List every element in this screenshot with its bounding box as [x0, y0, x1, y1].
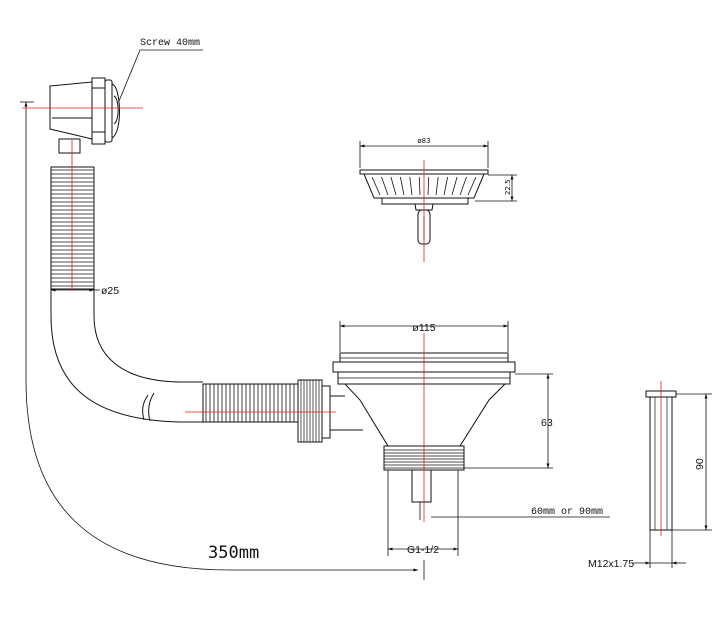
dia-83-label: ø83 — [417, 137, 430, 145]
basket-slot — [435, 176, 439, 196]
tail-length-label: 60mm or 90mm — [531, 507, 603, 518]
dim-height-22-5 — [475, 174, 517, 202]
overflow-head — [49, 77, 120, 154]
dia-115-label: ø115 — [412, 322, 435, 334]
strainer-body — [343, 383, 507, 447]
dia-25-label: ø25 — [101, 285, 119, 297]
basket-slot — [451, 176, 458, 196]
overall-length-label: 350mm — [208, 543, 259, 563]
overall-length-path — [24, 101, 419, 572]
hose-bend-inner — [93, 289, 181, 383]
overflow-body — [49, 81, 93, 140]
overflow-cover-plate — [104, 79, 113, 143]
hose-seam — [142, 394, 149, 421]
height-22-5-label: 22.5 — [504, 179, 512, 195]
height-63-label: 63 — [541, 417, 553, 429]
center-lines — [22, 107, 662, 536]
overflow-hose — [50, 166, 363, 443]
union-nut-knurling — [300, 380, 320, 442]
height-90-label: 90 — [694, 458, 706, 470]
screw-callout: Screw 40mm — [118, 38, 203, 102]
basket-slot — [443, 176, 449, 196]
thread-size-label: G1-1/2 — [407, 544, 439, 556]
dim-height-63 — [464, 373, 553, 469]
basket-slot — [418, 176, 421, 196]
hose-bend-outer — [50, 289, 181, 423]
strainer-tail-pipe — [411, 469, 432, 503]
screw-label: Screw 40mm — [140, 38, 200, 49]
dim-height-90 — [672, 393, 712, 531]
screw-leader-line — [118, 49, 141, 102]
hose-corrugated-vertical — [50, 166, 95, 290]
overflow-neck — [58, 138, 81, 154]
dim-overall-length — [20, 101, 425, 580]
hose-corrugated-horizontal — [202, 383, 299, 423]
dim-bolt-thread — [632, 530, 686, 568]
bolt-thread-label: M12x1.75 — [588, 558, 634, 570]
basket-slot — [467, 176, 477, 196]
basket-slot — [427, 176, 430, 196]
basket-base — [381, 197, 469, 205]
dim-tail-length — [419, 502, 610, 520]
basket-slot — [459, 176, 467, 196]
